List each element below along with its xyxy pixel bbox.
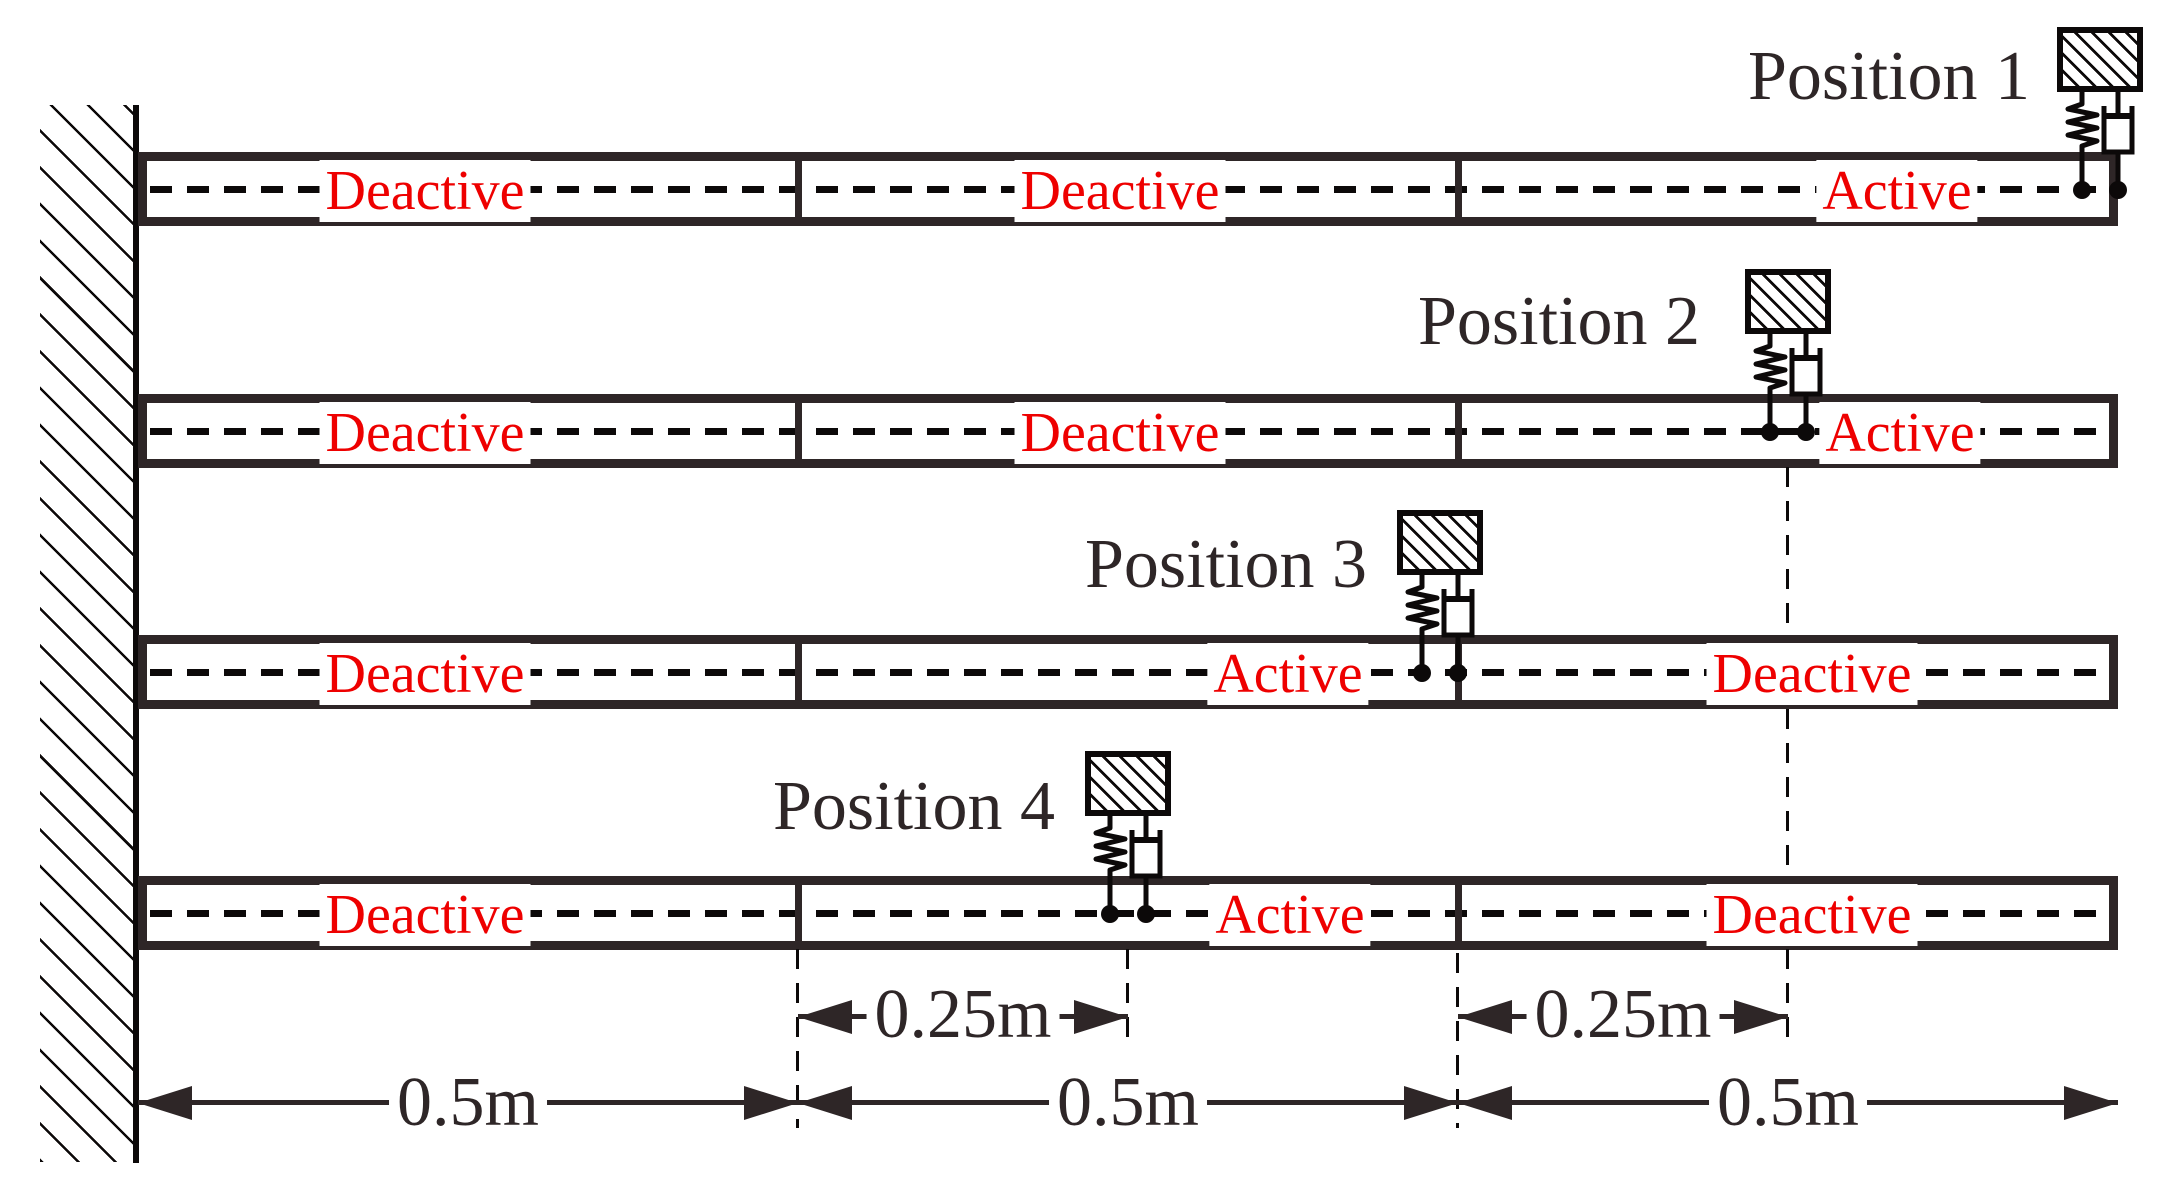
position-2-label: Position 2 (1417, 283, 1700, 360)
beam-4-centerline (150, 910, 2110, 917)
dimension-label-05-2: 0.5m (1049, 1066, 1207, 1140)
mass-icon (1397, 510, 1483, 575)
attachment-dot (1449, 664, 1467, 682)
mass-icon (2057, 27, 2143, 92)
extension-line-pos2 (1786, 467, 1789, 635)
arrowhead-right-icon (1404, 1086, 1458, 1120)
damper-icon (2101, 90, 2135, 190)
mass-icon (1085, 751, 1171, 816)
wall-hatch-icon (40, 105, 138, 1162)
arrowhead-right-icon (1734, 1000, 1788, 1034)
state-label: Deactive (1014, 160, 1226, 222)
beam-4-divider-2 (1455, 885, 1462, 941)
position-1-label: Position 1 (1747, 38, 2030, 115)
beam-1-divider-1 (795, 161, 802, 217)
dimension-label-025-b: 0.25m (1526, 978, 1720, 1052)
position-4-label: Position 4 (772, 768, 1055, 845)
damper-icon (1129, 814, 1163, 914)
state-label: Active (1816, 160, 1978, 222)
mass-icon (1745, 269, 1831, 334)
attachment-dot (1413, 664, 1431, 682)
arrowhead-right-icon (2064, 1086, 2118, 1120)
beam-4-divider-1 (795, 885, 802, 941)
state-label: Deactive (319, 160, 531, 222)
wall-edge-line (133, 105, 139, 1163)
state-label: Deactive (319, 643, 531, 705)
state-label: Deactive (1706, 884, 1918, 946)
arrowhead-left-icon (798, 1000, 852, 1034)
state-label: Deactive (1706, 643, 1918, 705)
arrowhead-left-icon (798, 1086, 852, 1120)
state-label: Deactive (319, 884, 531, 946)
extension-line-boundary-2 (1456, 953, 1459, 1128)
extension-line-pos2 (1786, 949, 1789, 1046)
spring-icon (1093, 814, 1128, 914)
beam-2-divider-2 (1455, 403, 1462, 459)
dimension-label-05-1: 0.5m (389, 1066, 547, 1140)
attachment-dot (1761, 423, 1779, 441)
extension-line-pos2 (1786, 709, 1789, 876)
extension-line-boundary-1 (796, 949, 799, 1128)
beam-1-divider-2 (1455, 161, 1462, 217)
position-3-label: Position 3 (1084, 526, 1367, 603)
absorber-position-2 (1753, 332, 1823, 441)
damper-icon (1789, 332, 1823, 432)
state-label: Active (1819, 402, 1981, 464)
beam-2-divider-1 (795, 403, 802, 459)
extension-line-pos4 (1126, 949, 1129, 1046)
state-label: Active (1209, 884, 1371, 946)
attachment-dot (2109, 181, 2127, 199)
arrowhead-left-icon (1458, 1000, 1512, 1034)
damper-icon (1441, 573, 1475, 673)
beam-3-divider-1 (795, 644, 802, 700)
absorber-position-1 (2065, 90, 2135, 199)
state-label: Deactive (319, 402, 531, 464)
attachment-dot (2073, 181, 2091, 199)
arrowhead-right-icon (744, 1086, 798, 1120)
spring-icon (2065, 90, 2100, 190)
attachment-dot (1137, 905, 1155, 923)
attachment-dot (1101, 905, 1119, 923)
absorber-position-3 (1405, 573, 1475, 682)
absorber-position-4 (1093, 814, 1163, 923)
dimension-label-025-a: 0.25m (866, 978, 1060, 1052)
arrowhead-left-icon (138, 1086, 192, 1120)
state-label: Active (1207, 643, 1369, 705)
spring-icon (1753, 332, 1788, 432)
arrowhead-right-icon (1074, 1000, 1128, 1034)
attachment-dot (1797, 423, 1815, 441)
arrowhead-left-icon (1458, 1086, 1512, 1120)
dimension-label-05-3: 0.5m (1709, 1066, 1867, 1140)
state-label: Deactive (1014, 402, 1226, 464)
beam-3-centerline (150, 669, 2110, 676)
spring-icon (1405, 573, 1440, 673)
